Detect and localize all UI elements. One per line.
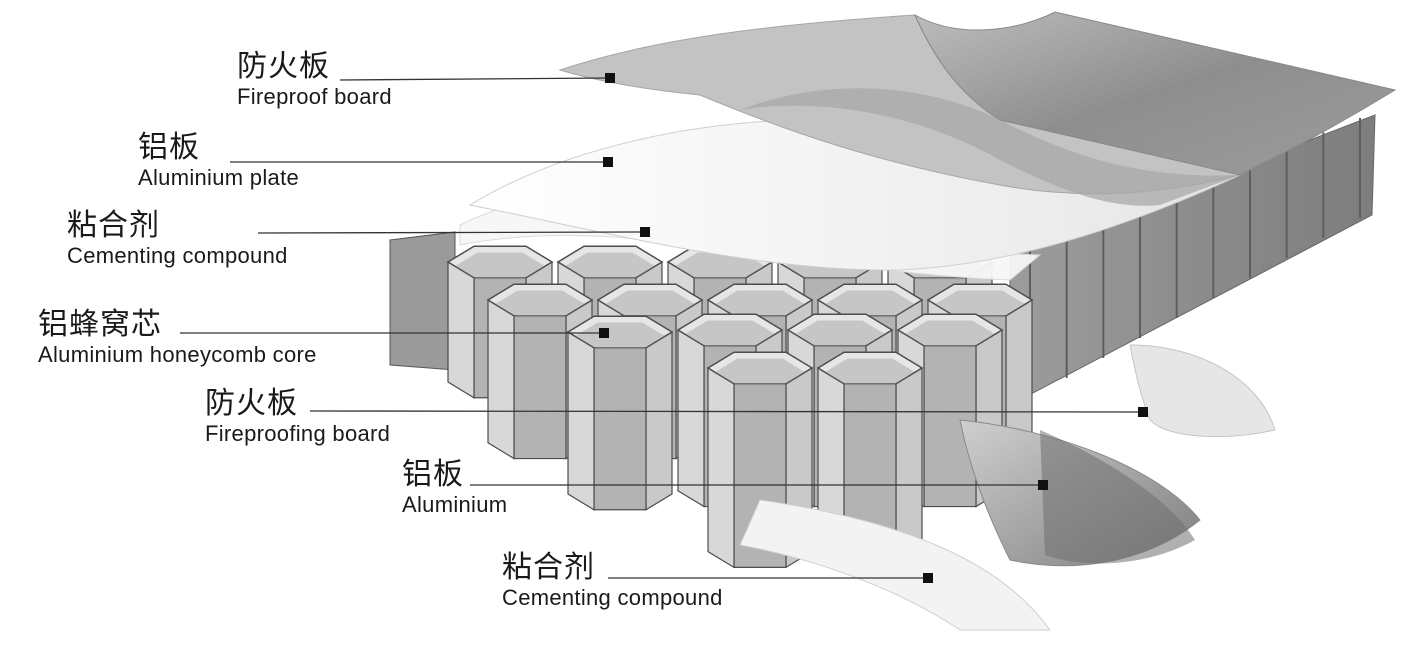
label-en: Fireproof board <box>237 84 392 109</box>
cell-opening <box>896 313 1004 347</box>
label-en: Aluminium honeycomb core <box>38 342 317 367</box>
leader-endpoint <box>1038 480 1048 490</box>
label-cn: 粘合剂 <box>502 550 595 585</box>
bottom-fireproof-sheet <box>1129 344 1276 438</box>
leader-endpoint <box>603 157 613 167</box>
label-honeycomb-core: 铝蜂窝芯 Aluminium honeycomb core <box>38 310 317 366</box>
label-en: Cementing compound <box>502 585 723 610</box>
top-fireproof-board-back <box>913 11 1397 176</box>
honeycomb-left-block <box>389 231 456 371</box>
cell-opening <box>926 283 1034 317</box>
cell-inner-shadow <box>495 290 585 318</box>
leader-stroke <box>257 231 646 234</box>
label-cn: 铝板 <box>402 457 464 492</box>
cell-opening <box>676 313 784 347</box>
label-top-aluminium-plate: 铝板 Aluminium plate <box>138 133 299 189</box>
cell-wall <box>513 315 567 460</box>
cell-inner-shadow <box>675 252 765 280</box>
cell-inner-shadow <box>935 290 1025 318</box>
label-en: Fireproofing board <box>205 421 391 446</box>
leader-endpoint <box>599 328 609 338</box>
cell-wall <box>677 328 705 508</box>
top-fireproof-curl <box>740 88 1240 206</box>
leader-stroke <box>339 77 611 81</box>
leader-lines <box>180 73 1148 583</box>
cell-wall <box>567 330 595 511</box>
cell-inner-shadow <box>575 322 665 350</box>
label-en: Aluminium <box>402 492 508 517</box>
leader-line <box>470 480 1048 490</box>
label-cn: 铝板 <box>138 130 200 165</box>
cell-inner-shadow <box>905 320 995 348</box>
label-cn: 粘合剂 <box>67 208 160 243</box>
cell-wall <box>645 330 673 511</box>
label-top-cementing-compound: 粘合剂 Cementing compound <box>67 211 288 267</box>
leader-line <box>608 573 933 583</box>
cell-inner-shadow <box>565 252 655 280</box>
cell-opening <box>706 283 814 317</box>
label-bottom-cementing-compound: 粘合剂 Cementing compound <box>502 553 723 609</box>
leader-line <box>180 328 609 338</box>
cell-inner-shadow <box>605 290 695 318</box>
cell-inner-shadow <box>825 290 915 318</box>
cell-opening <box>596 283 704 317</box>
leader-line <box>257 227 650 237</box>
leader-endpoint <box>640 227 650 237</box>
cell-inner-shadow <box>715 290 805 318</box>
cell-inner-shadow <box>795 320 885 348</box>
leader-stroke <box>309 410 1144 413</box>
cell-wall <box>487 298 515 460</box>
cell-opening <box>816 351 924 385</box>
honeycomb-cells <box>446 245 1034 569</box>
label-bottom-aluminium: 铝板 Aluminium <box>402 460 507 516</box>
cell-wall <box>707 366 735 569</box>
cell-opening <box>556 245 664 279</box>
leader-endpoint <box>1138 407 1148 417</box>
cell-opening <box>446 245 554 279</box>
leader-endpoint <box>605 73 615 83</box>
bottom-cementing-sheet <box>739 499 1051 631</box>
cell-opening <box>566 315 674 349</box>
cell-inner-shadow <box>715 358 805 386</box>
bottom-sheet-shadow <box>1040 430 1195 564</box>
cell-inner-shadow <box>455 252 545 280</box>
leader-endpoint <box>923 573 933 583</box>
cell-opening <box>786 313 894 347</box>
cell-opening <box>706 351 814 385</box>
honeycomb-cell <box>566 315 674 511</box>
label-cn: 防火板 <box>205 386 298 421</box>
label-en: Aluminium plate <box>138 165 300 190</box>
cell-wall <box>447 260 475 399</box>
leader-line <box>230 157 613 167</box>
label-en: Cementing compound <box>67 243 288 268</box>
cell-inner-shadow <box>685 320 775 348</box>
label-top-fireproof-board: 防火板 Fireproof board <box>237 52 392 108</box>
label-bottom-fireproofing-board: 防火板 Fireproofing board <box>205 389 390 445</box>
leader-line <box>309 407 1148 417</box>
label-cn: 铝蜂窝芯 <box>38 307 162 342</box>
cell-inner-shadow <box>825 358 915 386</box>
cell-opening <box>816 283 924 317</box>
label-cn: 防火板 <box>237 49 330 84</box>
cell-opening <box>486 283 594 317</box>
leader-line <box>339 73 615 83</box>
